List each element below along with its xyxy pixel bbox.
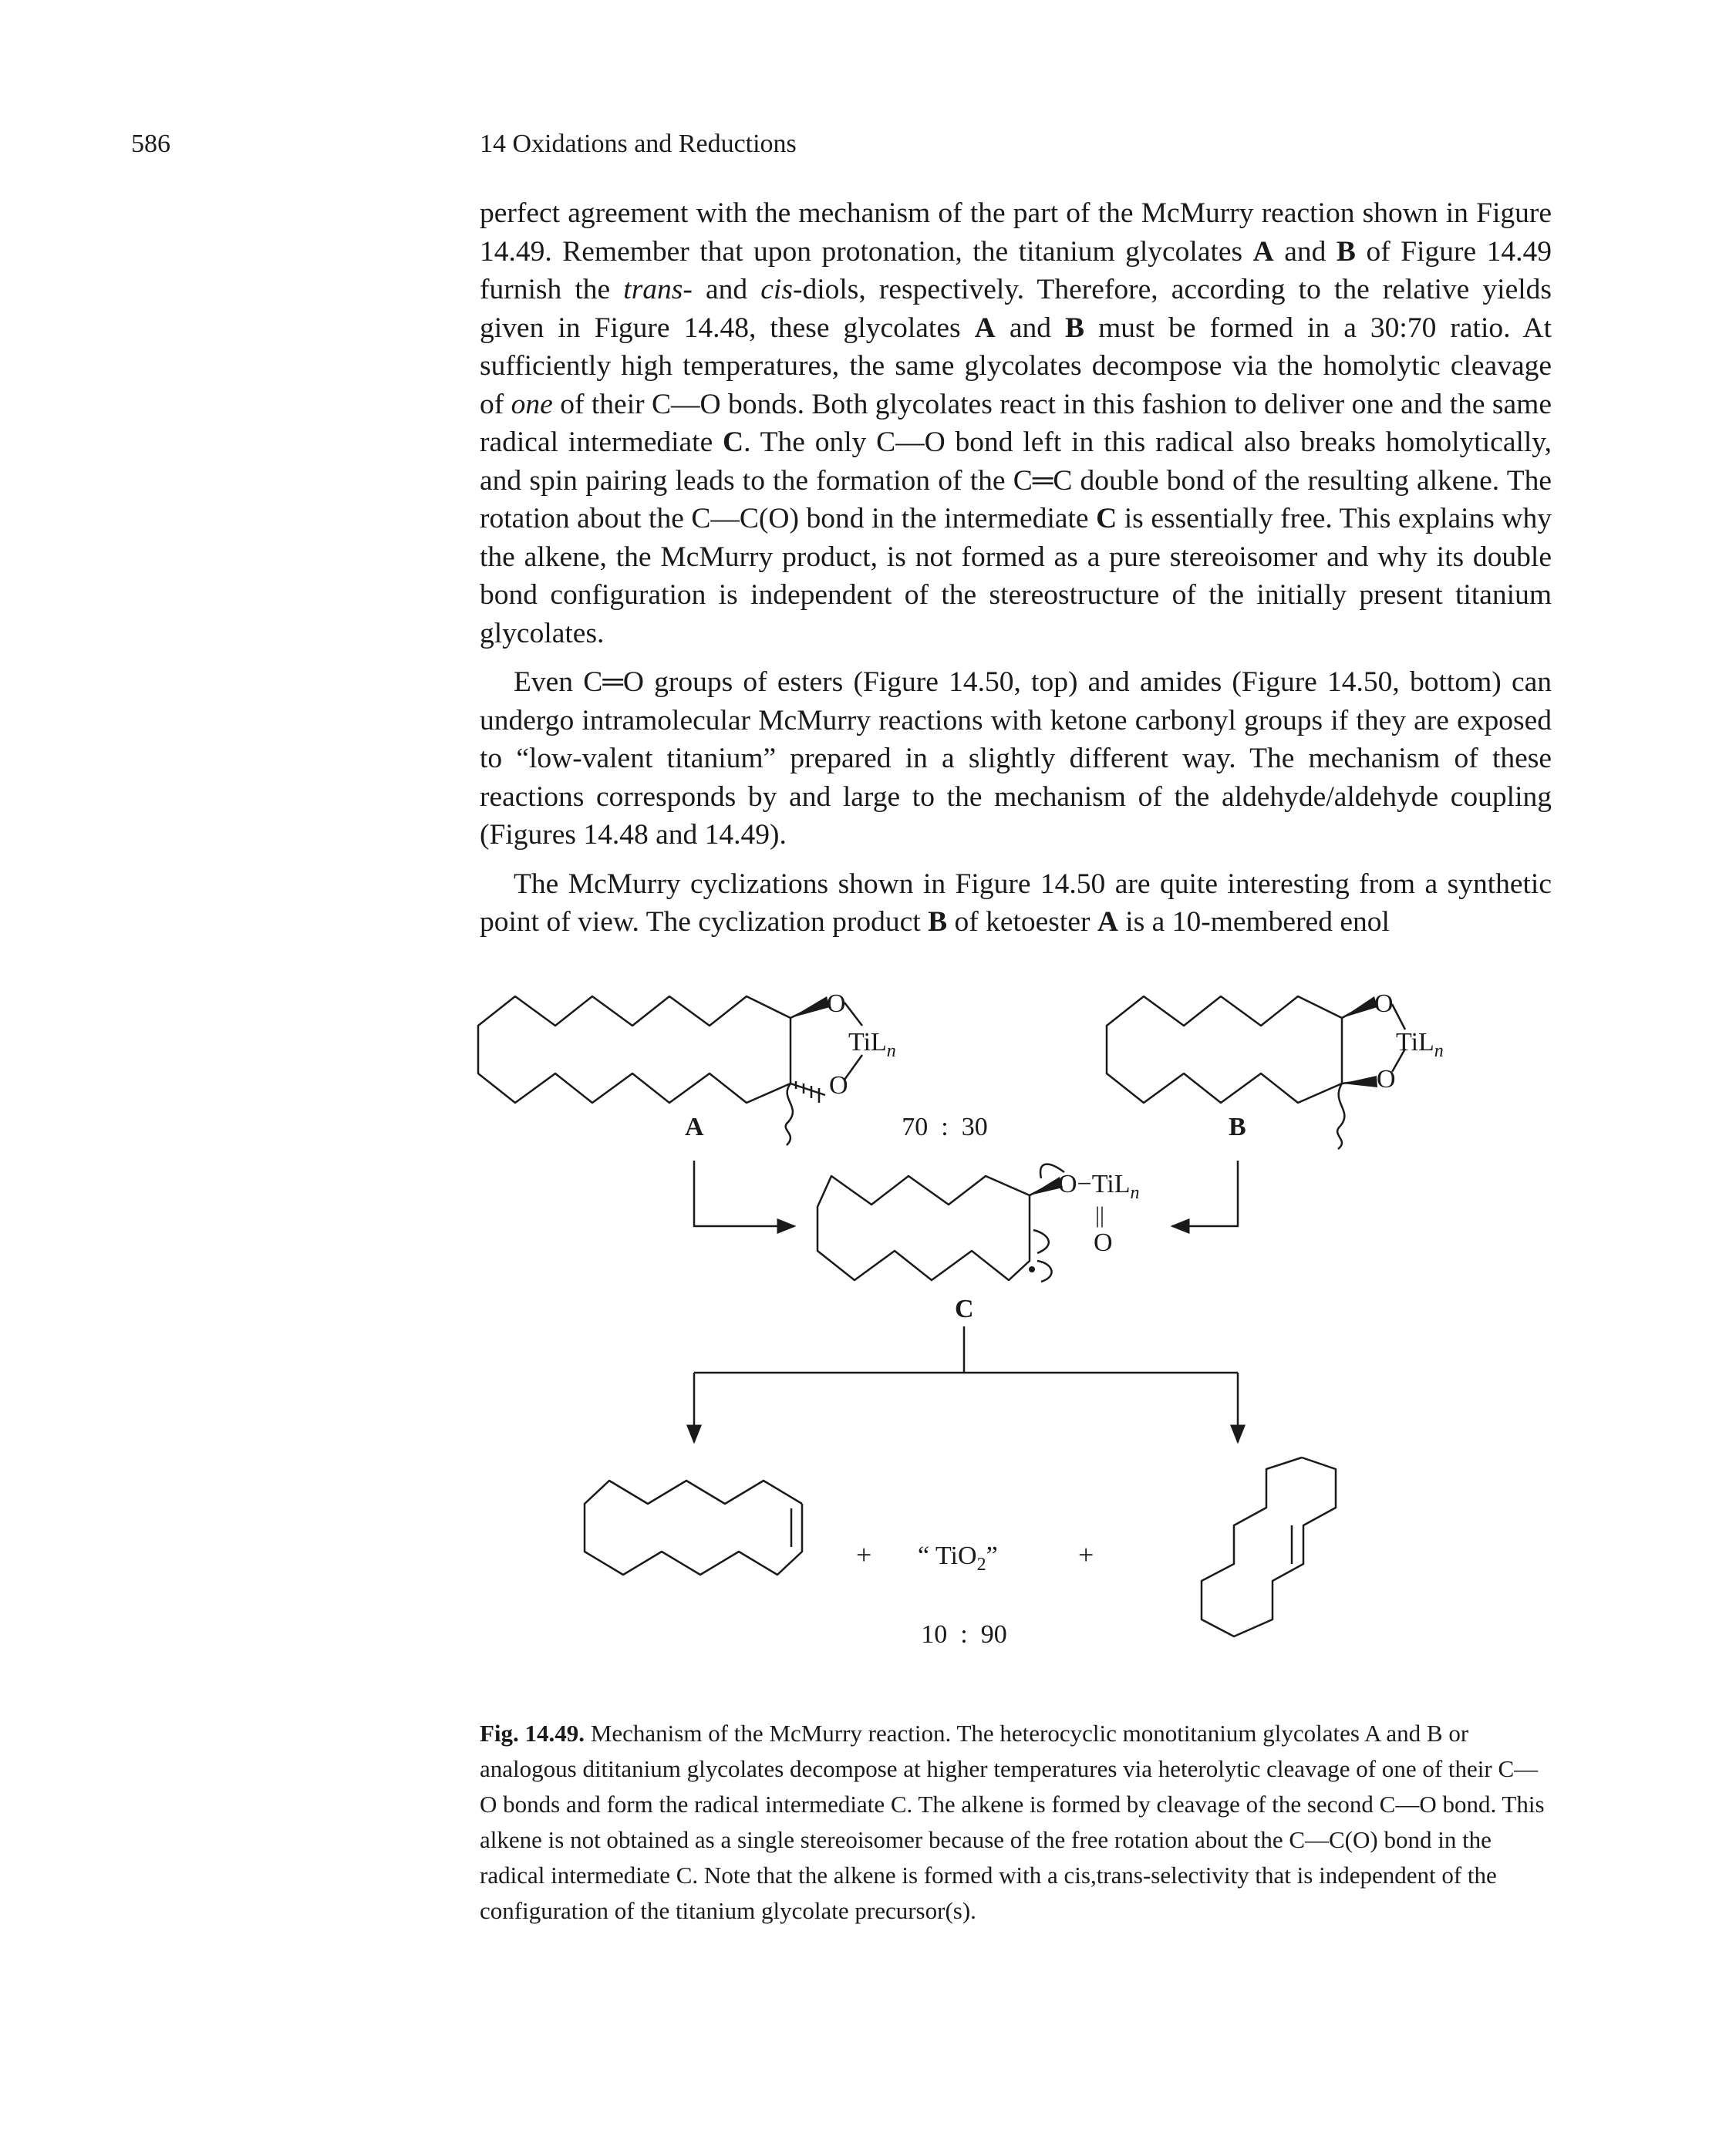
glycolate-b-structure — [1105, 995, 1407, 1150]
text-run: -diols, respectively. Therefore, accordi… — [480, 274, 1552, 344]
text-run: . The only C—O bond left in this radical… — [480, 426, 1552, 534]
text-run: of their C—O bonds. Both glycolates reac… — [480, 388, 1552, 459]
radical-c-structure — [816, 1163, 1065, 1283]
plus-sign-2: + — [1078, 1539, 1094, 1570]
oxygen-a-bottom: O — [829, 1071, 848, 1100]
text-run: C — [723, 426, 744, 458]
text-run: B — [1065, 312, 1085, 344]
text-run: of Figure 14.49 furnish the — [480, 235, 1552, 306]
wedge-bond-b — [1342, 996, 1377, 1018]
oxygen-a-top: O — [827, 989, 846, 1018]
figure-caption: Fig. 14.49. Mechanism of the McMurry rea… — [480, 1716, 1552, 1929]
reaction-scheme: O TiLn O O TiLn O O−TiLn || O A 70 : 30 … — [477, 989, 1444, 1649]
wedge-bond-c — [1030, 1177, 1063, 1195]
figure-label: Fig. 14.49. — [480, 1720, 585, 1747]
text-run: must be formed in a 30:70 ratio. At suff… — [480, 312, 1552, 420]
text-run: A — [974, 312, 996, 344]
text-run: is essentially free. This explains why t… — [480, 503, 1552, 649]
titanium-b: TiLn — [1396, 1028, 1444, 1061]
text-run: and — [1273, 235, 1337, 268]
text-run: B — [928, 906, 948, 938]
oxygen-b-top: O — [1374, 989, 1394, 1018]
ratio-a-b: 70 : 30 — [902, 1113, 987, 1141]
arrow-b-to-c — [1170, 1161, 1239, 1234]
figure-caption-text: Mechanism of the McMurry reaction. The h… — [480, 1720, 1545, 1924]
page-number: 586 — [131, 130, 170, 158]
oxygen-b-bottom: O — [1377, 1065, 1396, 1094]
text-run: A — [1097, 906, 1118, 938]
text-run: Even C═O groups of esters (Figure 14.50,… — [480, 666, 1552, 851]
glycolate-a-structure — [477, 995, 864, 1146]
text-run: B — [1336, 235, 1356, 268]
text-run: C — [1096, 503, 1117, 534]
label-a: A — [685, 1113, 704, 1141]
o-ti-c: O−TiLn — [1058, 1170, 1140, 1203]
paragraph-2: Even C═O groups of esters (Figure 14.50,… — [480, 663, 1552, 854]
trans-cycloalkene-structure — [583, 1479, 804, 1576]
text-run: of ketoester — [947, 906, 1097, 938]
text-run: perfect agreement with the mechanism of … — [480, 197, 1552, 268]
text-run: cis — [760, 274, 793, 305]
wedge-bond-a — [790, 996, 830, 1018]
text-run: and — [995, 312, 1066, 344]
text-run: one — [511, 388, 553, 420]
cis-cycloalkene-structure — [1200, 1456, 1337, 1638]
text-run: trans — [623, 274, 683, 305]
plus-sign-1: + — [856, 1539, 871, 1570]
paragraph-3: The McMurry cyclizations shown in Figure… — [480, 865, 1552, 942]
text-run: A — [1252, 235, 1274, 268]
ratio-trans-cis: 10 : 90 — [921, 1620, 1006, 1649]
paragraph-1: perfect agreement with the mechanism of … — [480, 194, 1552, 652]
body-text: perfect agreement with the mechanism of … — [480, 194, 1552, 952]
text-run: - and — [683, 274, 761, 305]
wedge-bond-b-lower — [1342, 1076, 1377, 1087]
text-run: is a 10-membered enol — [1117, 906, 1390, 938]
hashed-bond-a — [794, 1081, 821, 1103]
oxygen-c: O — [1094, 1228, 1113, 1257]
text-run: The McMurry cyclizations shown in Figure… — [480, 868, 1552, 939]
double-bond-c: || — [1095, 1202, 1104, 1228]
label-c: C — [955, 1295, 974, 1323]
arrow-a-to-c — [693, 1161, 797, 1234]
titanium-a: TiLn — [848, 1028, 896, 1061]
label-b: B — [1229, 1113, 1246, 1141]
tio2-label: “ TiO2” — [918, 1542, 998, 1575]
running-head: 14 Oxidations and Reductions — [480, 130, 797, 158]
